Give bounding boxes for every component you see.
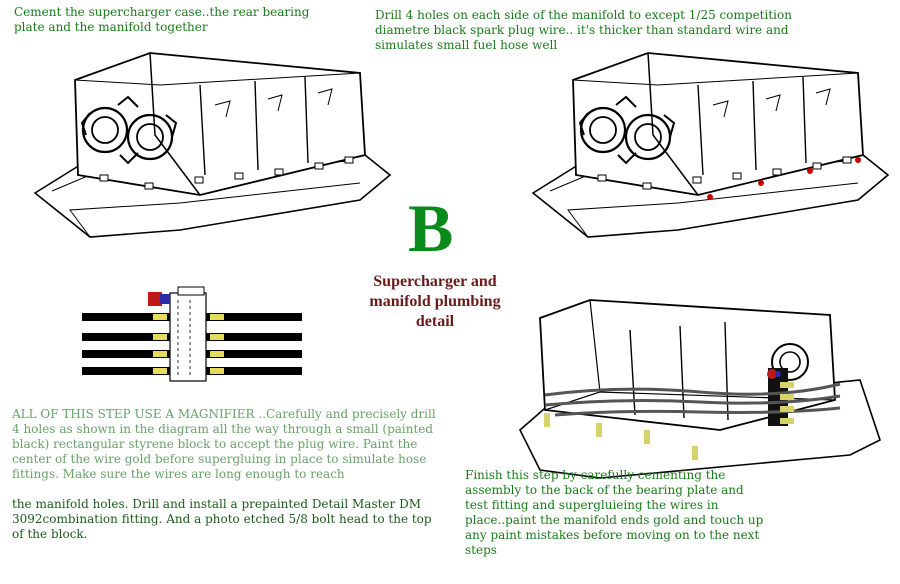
note-top-right: Drill 4 holes on each side of the manifo… [375, 8, 792, 52]
step-letter: B [408, 190, 454, 266]
step-title-line-1: Supercharger and [373, 273, 497, 290]
note-bottom-left-intro: ALL OF THIS STEP USE A MAGNIFIER ..Caref… [12, 407, 436, 481]
step-title-line-3: detail [415, 313, 455, 330]
blower-bottom-right [519, 299, 881, 479]
note-top-left: Cement the supercharger case..the rear b… [14, 5, 310, 34]
step-title: Supercharger and manifold plumbing detai… [355, 272, 515, 332]
step-title-line-2: manifold plumbing [369, 293, 501, 310]
drilled-holes [707, 157, 861, 200]
note-bottom-right: Finish this step by carefully cementing … [465, 468, 764, 557]
wire-block-diagram [82, 286, 302, 382]
blower-top-right [531, 51, 890, 239]
blower-top-left [33, 51, 392, 239]
note-bottom-left-main: the manifold holes. Drill and install a … [12, 497, 432, 541]
